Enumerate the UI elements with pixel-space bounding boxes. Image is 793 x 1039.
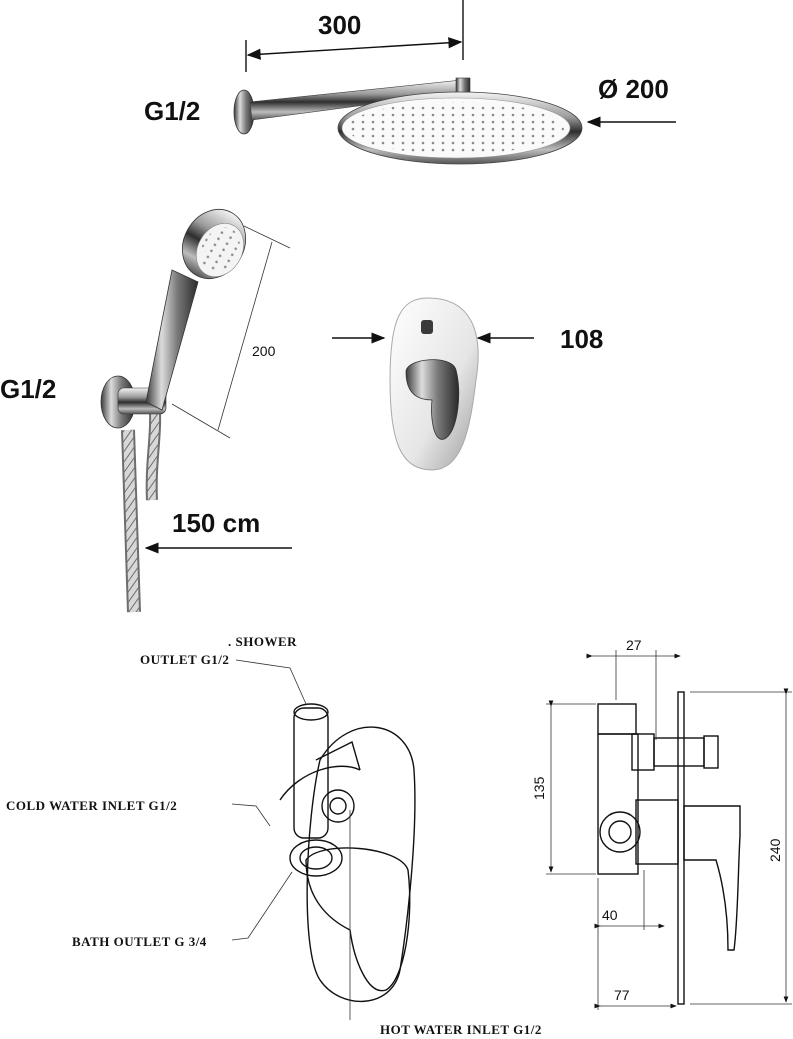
hand-shower-length-dimension: 200 (171, 225, 291, 439)
mixer-plate-illustration (389, 297, 479, 471)
arm-length-dimension: 300 (245, 0, 464, 72)
rain-shower-illustration (233, 77, 583, 165)
rain-head-diameter-dimension: Ø 200 (586, 74, 676, 128)
shower-outlet-label-line2: OUTLET G1/2 (140, 652, 229, 667)
valve-dimension-lines: 27 135 240 40 77 (531, 637, 792, 1010)
valve-dimension-drawing (597, 691, 741, 1005)
hand-shower-thread-label: G1/2 (0, 374, 56, 404)
hot-inlet-label: HOT WATER INLET G1/2 (380, 1022, 542, 1037)
dim-40: 40 (602, 907, 618, 923)
cold-inlet-label: COLD WATER INLET G1/2 (6, 798, 177, 813)
rain-head-diameter-label: Ø 200 (598, 74, 669, 104)
arm-length-label: 300 (318, 10, 361, 40)
valve-callouts: . SHOWER OUTLET G1/2 COLD WATER INLET G1… (6, 634, 542, 1037)
dim-240: 240 (767, 838, 783, 862)
bath-outlet-label: BATH OUTLET G 3/4 (72, 934, 207, 949)
dim-27: 27 (626, 637, 642, 653)
shower-outlet-label-line1: . SHOWER (228, 634, 297, 649)
hose-length-label: 150 cm (172, 508, 260, 538)
hand-shower-illustration (100, 209, 247, 613)
valve-perspective-drawing (279, 703, 416, 1020)
rain-shower-thread-label: G1/2 (144, 96, 200, 126)
mixer-width-dimension: 108 (332, 324, 603, 354)
hand-shower-length-label: 200 (252, 343, 276, 359)
hose-length-dimension: 150 cm (144, 508, 292, 554)
mixer-width-label: 108 (560, 324, 603, 354)
dim-135: 135 (531, 776, 547, 800)
dim-77: 77 (614, 987, 630, 1003)
